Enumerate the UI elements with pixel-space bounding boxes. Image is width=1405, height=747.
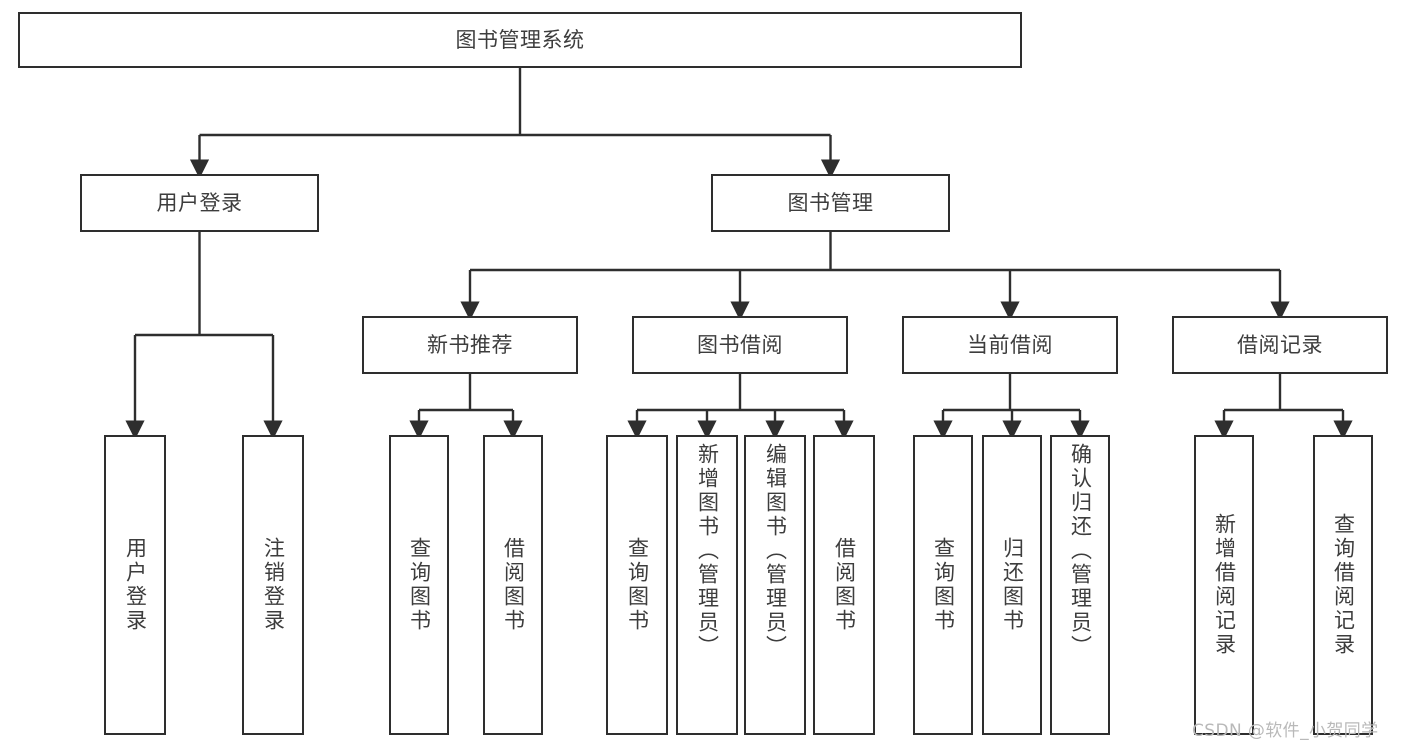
- node-root[interactable]: 图书管理系统: [18, 12, 1022, 68]
- node-book-borrow[interactable]: 图书借阅: [632, 316, 848, 374]
- node-label: 用户登录: [123, 537, 148, 633]
- node-label: 借阅图书: [501, 537, 526, 633]
- node-label: 借阅图书: [832, 537, 857, 633]
- leaf-node-leaf-add-book[interactable]: 新增图书（管理员）: [676, 435, 738, 735]
- leaf-node-leaf-logout[interactable]: 注销登录: [242, 435, 304, 735]
- leaf-node-leaf-borrow-book-1[interactable]: 借阅图书: [483, 435, 543, 735]
- node-label: 图书借阅: [697, 332, 783, 357]
- node-label: 用户登录: [156, 190, 243, 215]
- node-label: 新书推荐: [427, 332, 513, 357]
- node-label: 注销登录: [261, 537, 286, 633]
- node-label: 新增图书（管理员）: [695, 443, 720, 659]
- node-label: 归还图书: [1000, 537, 1025, 633]
- node-label: 当前借阅: [967, 332, 1053, 357]
- node-label: 查询图书: [407, 537, 432, 633]
- leaf-node-leaf-user-login[interactable]: 用户登录: [104, 435, 166, 735]
- leaf-node-leaf-query-book-2[interactable]: 查询图书: [606, 435, 668, 735]
- leaf-node-leaf-query-book-3[interactable]: 查询图书: [913, 435, 973, 735]
- leaf-node-leaf-borrow-book-2[interactable]: 借阅图书: [813, 435, 875, 735]
- node-new-book-recommend[interactable]: 新书推荐: [362, 316, 578, 374]
- node-label: 查询借阅记录: [1331, 513, 1356, 657]
- leaf-node-leaf-add-record[interactable]: 新增借阅记录: [1194, 435, 1254, 735]
- node-user-login[interactable]: 用户登录: [80, 174, 319, 232]
- node-label: 借阅记录: [1237, 332, 1323, 357]
- node-label: 编辑图书（管理员）: [763, 443, 788, 659]
- node-label: 新增借阅记录: [1212, 513, 1237, 657]
- node-label: 图书管理系统: [455, 27, 585, 52]
- node-label: 确认归还（管理员）: [1068, 443, 1093, 659]
- node-label: 查询图书: [625, 537, 650, 633]
- leaf-node-leaf-query-record[interactable]: 查询借阅记录: [1313, 435, 1373, 735]
- node-label: 查询图书: [931, 537, 956, 633]
- leaf-node-leaf-return-book[interactable]: 归还图书: [982, 435, 1042, 735]
- leaf-node-leaf-confirm-return[interactable]: 确认归还（管理员）: [1050, 435, 1110, 735]
- node-label: 图书管理: [787, 190, 874, 215]
- csdn-watermark: CSDN @软件_小贺同学: [1192, 721, 1379, 741]
- node-book-management[interactable]: 图书管理: [711, 174, 950, 232]
- leaf-node-leaf-edit-book[interactable]: 编辑图书（管理员）: [744, 435, 806, 735]
- node-borrow-record[interactable]: 借阅记录: [1172, 316, 1388, 374]
- leaf-node-leaf-query-book-1[interactable]: 查询图书: [389, 435, 449, 735]
- node-current-borrow[interactable]: 当前借阅: [902, 316, 1118, 374]
